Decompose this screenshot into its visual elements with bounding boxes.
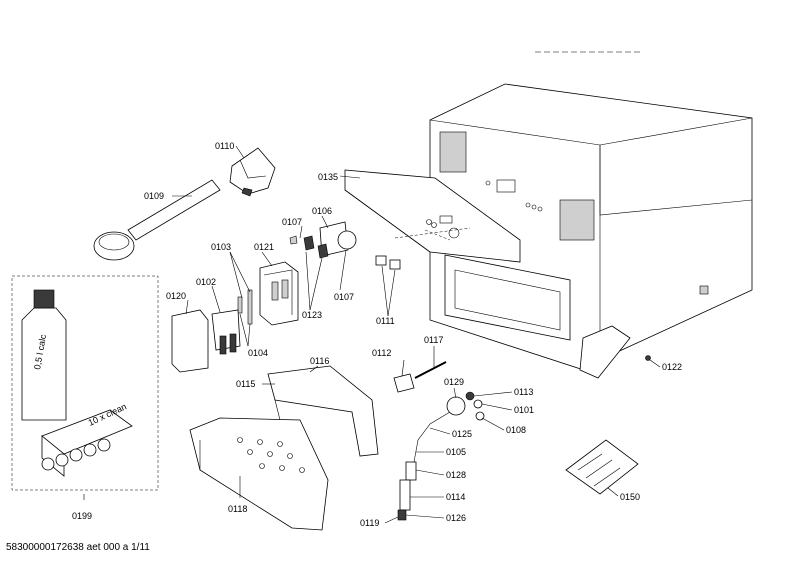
sensor-housing xyxy=(259,261,299,326)
outlet-pipe xyxy=(397,411,451,521)
label-0123: 0123 xyxy=(302,310,322,320)
brewing-unit xyxy=(229,147,276,197)
screw xyxy=(645,355,651,361)
tray-hole xyxy=(267,451,273,457)
label-0128: 0128 xyxy=(446,470,466,480)
label-0114: 0114 xyxy=(446,492,465,502)
appliance-housing xyxy=(429,51,753,379)
tray-hole xyxy=(277,441,283,447)
screw-bag xyxy=(565,439,639,495)
tablet xyxy=(97,438,111,452)
label-0113: 0113 xyxy=(514,387,533,397)
tray-hole xyxy=(257,439,263,445)
tablet xyxy=(69,448,83,462)
label-0199: 0199 xyxy=(72,511,92,521)
measuring-spoon xyxy=(93,179,221,261)
bracket-assembly xyxy=(289,221,357,259)
label-0111: 0111 xyxy=(376,316,395,326)
label-0120: 0120 xyxy=(166,291,186,301)
label-0112: 0112 xyxy=(372,348,391,358)
tray-hole xyxy=(299,467,305,473)
pin-rod xyxy=(414,361,447,379)
tablet xyxy=(83,443,97,457)
sensor-unit xyxy=(211,309,241,355)
cleaning-bottle: 0,5 l calc xyxy=(21,289,67,421)
label-0117: 0117 xyxy=(424,335,443,345)
document-id: 58300000172638 aet 000 a 1/11 xyxy=(6,542,150,553)
label-0103: 0103 xyxy=(211,242,231,252)
label-0107-top: 0107 xyxy=(282,217,302,227)
label-0115: 0115 xyxy=(236,379,255,389)
tray-hole xyxy=(247,449,253,455)
label-0119: 0119 xyxy=(360,518,379,528)
front-panel xyxy=(344,169,521,263)
label-0108: 0108 xyxy=(506,425,526,435)
label-0118: 0118 xyxy=(228,504,247,514)
cleaning-kit-frame xyxy=(11,275,159,491)
clip-long xyxy=(247,289,253,325)
clip-small xyxy=(237,296,243,314)
tablet xyxy=(55,453,69,467)
label-0116: 0116 xyxy=(310,356,329,366)
label-0102: 0102 xyxy=(196,277,216,287)
label-0104: 0104 xyxy=(248,348,268,358)
cover-block xyxy=(171,309,209,373)
switch xyxy=(393,373,415,393)
tablet xyxy=(41,457,55,471)
valve-assembly xyxy=(446,391,485,421)
label-0109: 0109 xyxy=(144,191,164,201)
label-0101: 0101 xyxy=(514,405,534,415)
tray-hole xyxy=(287,453,293,459)
tray-hole xyxy=(259,463,265,469)
leader-lines xyxy=(83,145,661,524)
tray-hole xyxy=(237,437,243,443)
label-0110: 0110 xyxy=(215,141,234,151)
label-0125: 0125 xyxy=(452,429,472,439)
label-0106: 0106 xyxy=(312,206,332,216)
small-clip-right xyxy=(389,259,401,270)
label-0135: 0135 xyxy=(318,172,338,182)
drip-tray xyxy=(189,417,329,531)
label-0126: 0126 xyxy=(446,513,466,523)
tray-hole xyxy=(279,465,285,471)
label-0121: 0121 xyxy=(254,242,274,252)
label-0150: 0150 xyxy=(620,492,640,502)
small-clip-left xyxy=(375,255,387,266)
label-0105: 0105 xyxy=(446,447,466,457)
label-0122: 0122 xyxy=(662,362,682,372)
label-0129: 0129 xyxy=(444,377,464,387)
label-0107-bottom: 0107 xyxy=(334,292,354,302)
